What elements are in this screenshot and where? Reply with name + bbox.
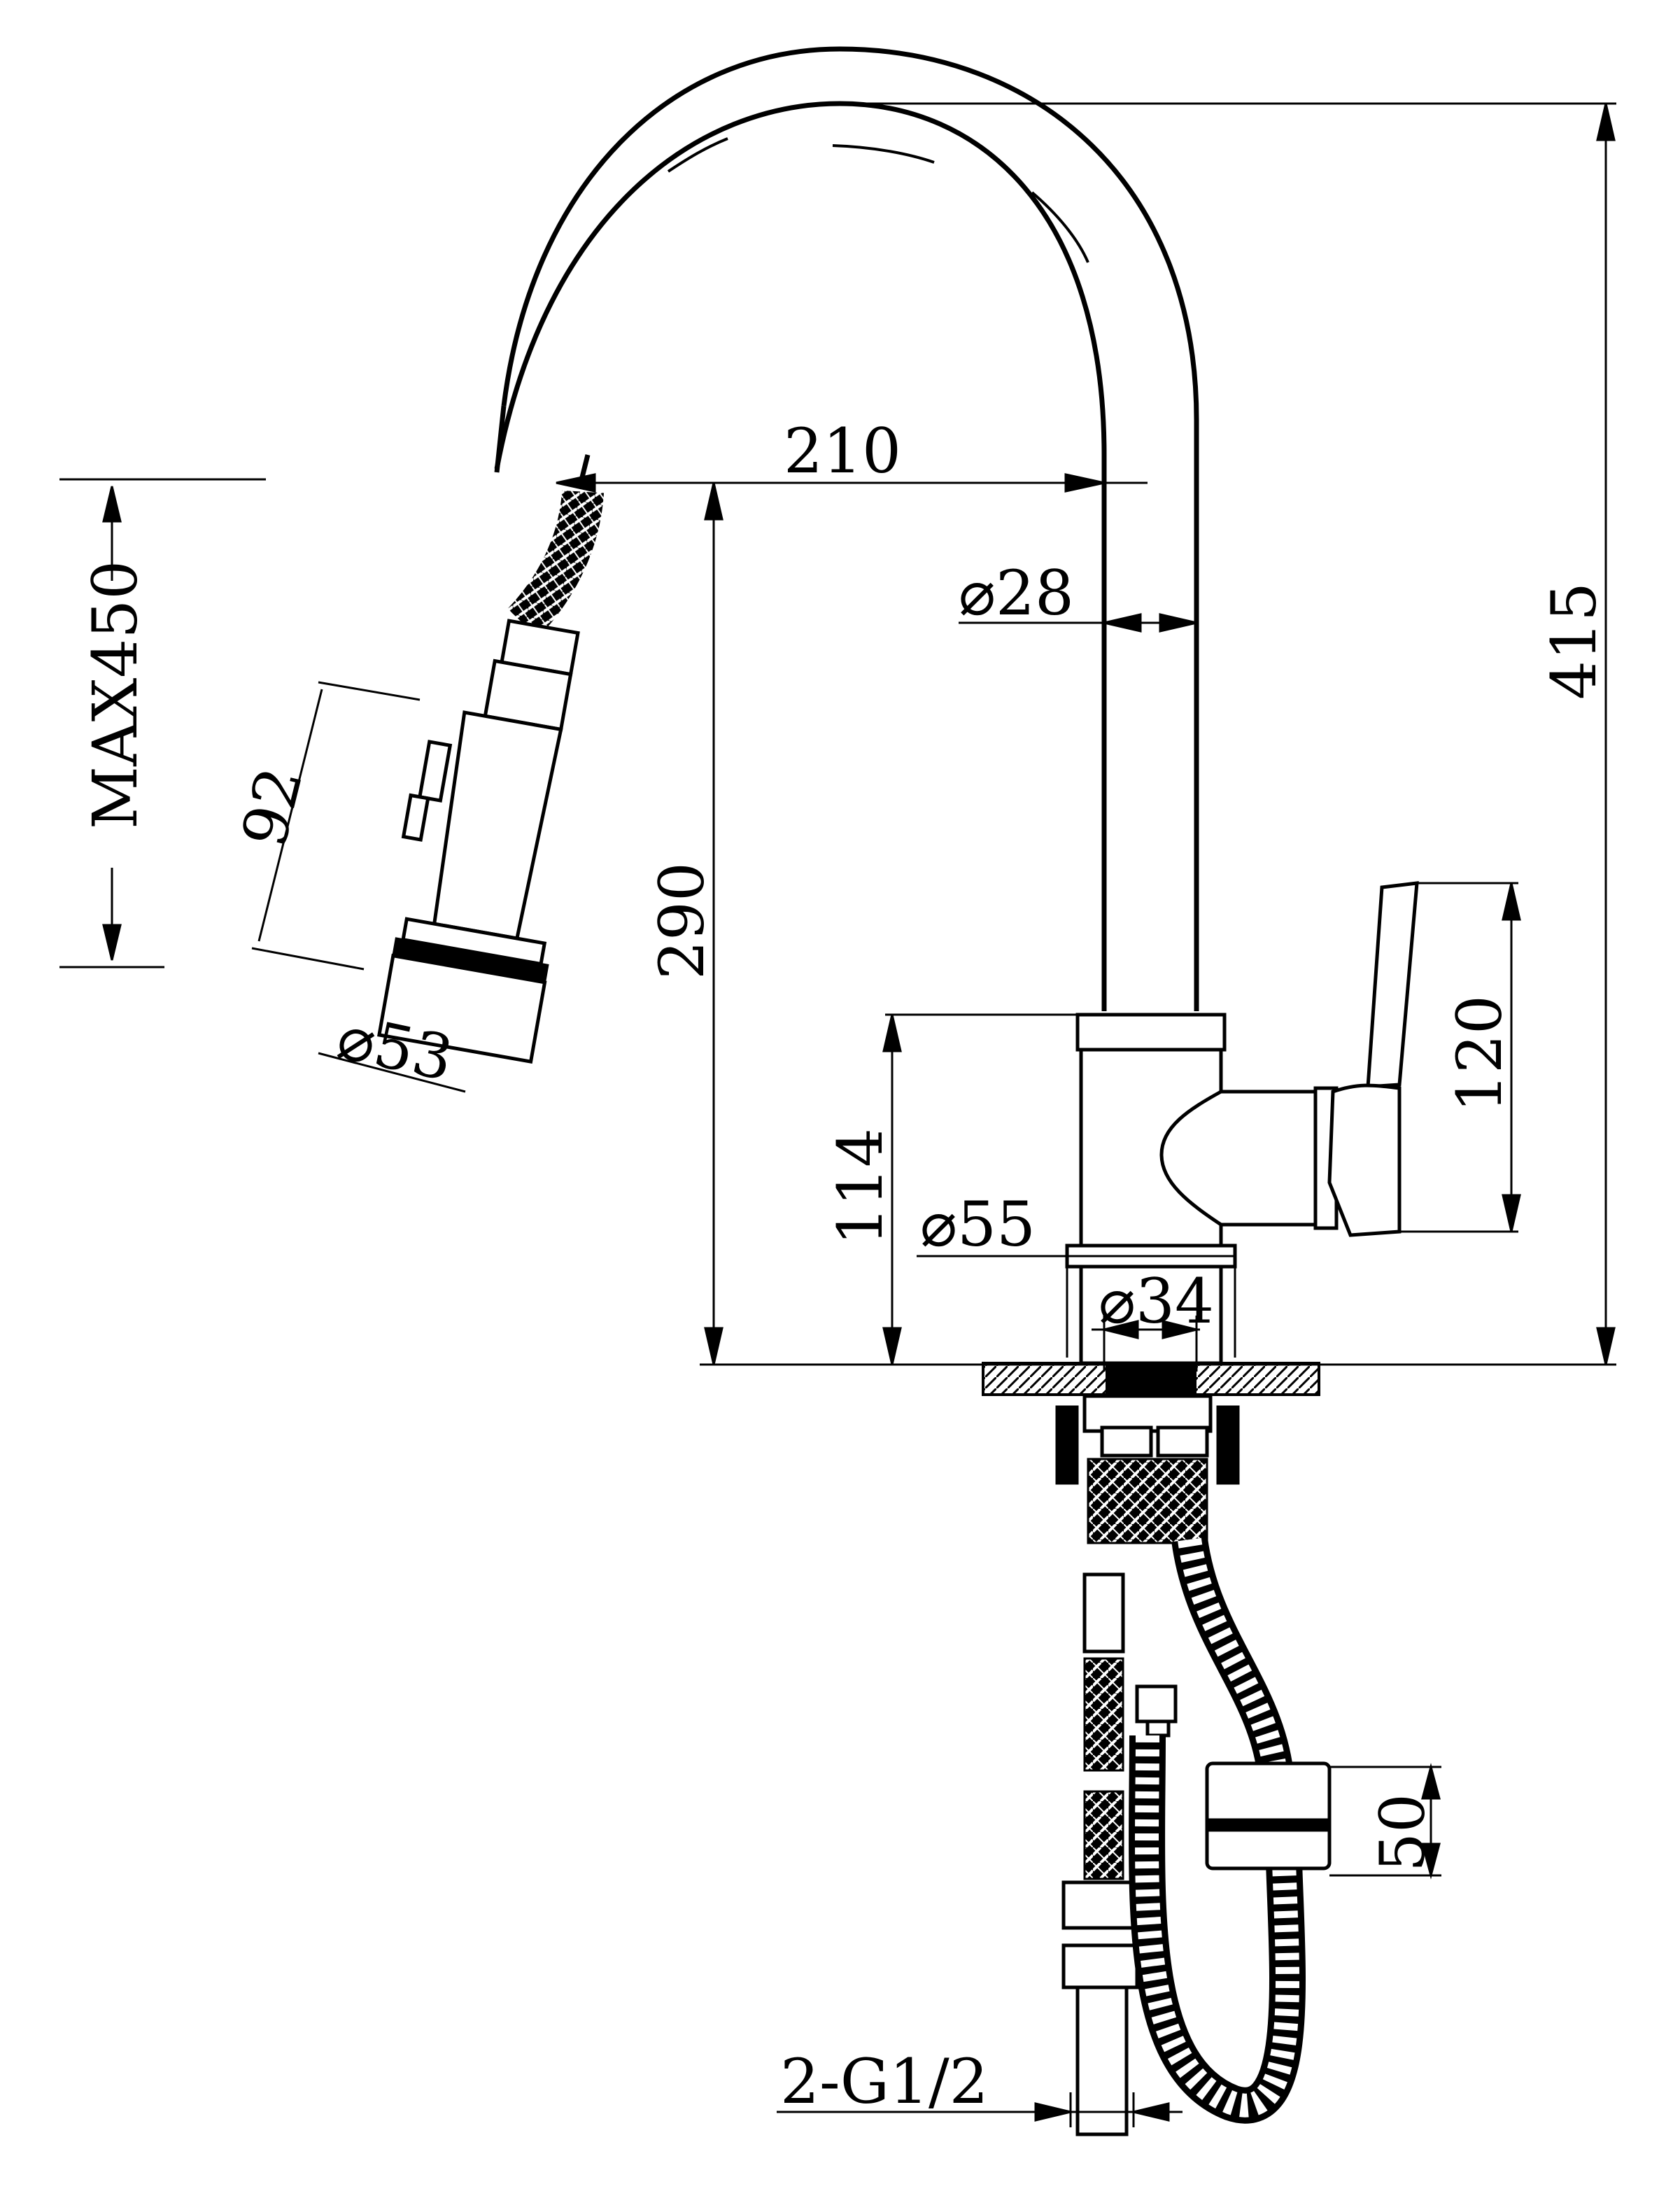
pull-out-hose-loop <box>1129 1537 1306 2124</box>
dim-overall-height: 415 <box>1538 582 1610 700</box>
spout <box>494 46 1199 1011</box>
spray-head <box>377 490 605 1064</box>
dim-spout-height: 290 <box>646 862 718 980</box>
dim-spray-head-length: 92 <box>227 761 316 854</box>
faucet-body <box>1075 1013 1339 1248</box>
mounting-hardware <box>1055 1394 1240 1544</box>
supply-hoses <box>1061 1572 1178 2136</box>
deck-plate <box>982 1244 1320 1396</box>
dim-inlet-connection: 2-G1/2 <box>780 2045 989 2118</box>
dim-spout-reach: 210 <box>784 415 901 487</box>
dim-body-height: 114 <box>824 1128 896 1246</box>
dim-counterweight-size: 50 <box>1367 1794 1439 1872</box>
dim-spout-tube-diameter: ⌀28 <box>959 557 1074 629</box>
lever-handle <box>1327 881 1419 1237</box>
dim-body-diameter: ⌀55 <box>920 1188 1036 1260</box>
dimension-lines <box>59 102 1616 2127</box>
dim-mount-shank-diameter: ⌀34 <box>1099 1265 1214 1337</box>
dim-pull-out-length: MAX450 <box>79 561 151 829</box>
counterweight <box>1205 1761 1332 1871</box>
dim-handle-height: 120 <box>1443 995 1516 1113</box>
